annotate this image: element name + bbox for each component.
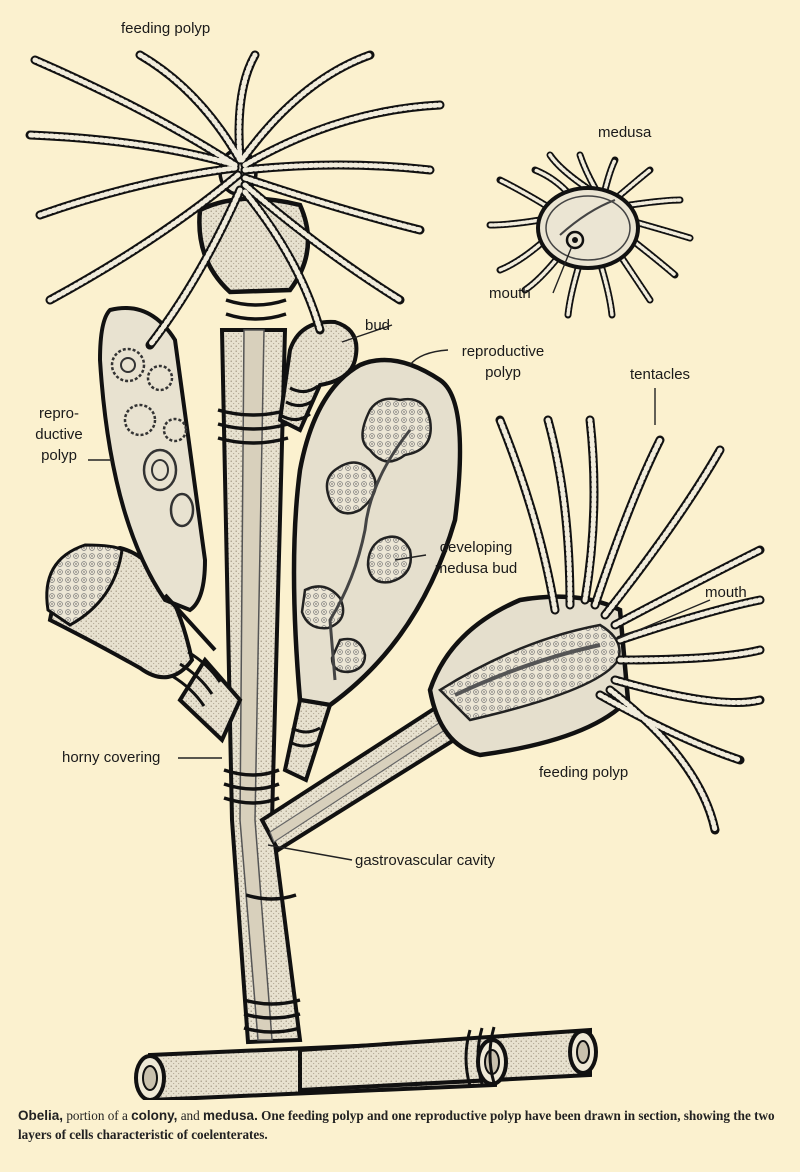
- closed-polyp-left: [45, 543, 243, 744]
- label-developing-medusa-bud-line1: developing: [439, 539, 513, 556]
- label-developing-medusa-bud: developing medusa bud: [428, 537, 524, 579]
- label-tentacles: tentacles: [630, 366, 691, 383]
- label-reproductive-polyp-left-line3: polyp: [41, 447, 77, 464]
- caption-sentence: One feeding polyp and one reproductive p…: [18, 1108, 775, 1142]
- feeding-polyp-top: [25, 50, 445, 350]
- caption-text-portion: portion of a: [63, 1108, 132, 1123]
- label-medusa: medusa: [598, 124, 652, 141]
- obelia-diagram: [25, 50, 765, 1100]
- label-gastrovascular-cavity: gastrovascular cavity: [355, 852, 496, 869]
- label-reproductive-polyp-left-line1: repro-: [38, 405, 79, 422]
- branch-right: [259, 702, 465, 853]
- medusa: [486, 151, 694, 319]
- label-reproductive-polyp-left: repro- ductive polyp: [28, 403, 90, 466]
- figure-caption: Obelia, portion of a colony, and medusa.…: [18, 1106, 788, 1144]
- label-reproductive-polyp-right-line2: polyp: [485, 364, 521, 381]
- feeding-polyp-right: [427, 415, 765, 835]
- caption-term-colony: colony,: [131, 1108, 178, 1123]
- label-bud: bud: [365, 317, 391, 334]
- caption-term-obelia: Obelia,: [18, 1108, 64, 1123]
- label-feeding-polyp-top: feeding polyp: [121, 20, 211, 37]
- label-mouth-right: mouth: [705, 584, 747, 601]
- label-reproductive-polyp-right: reproductive polyp: [452, 341, 554, 383]
- reproductive-polyp-right: [282, 357, 463, 783]
- main-stalk: [217, 298, 303, 1045]
- label-horny-covering: horny covering: [62, 749, 161, 766]
- caption-text-and: and: [177, 1108, 204, 1123]
- bud: [277, 319, 359, 433]
- label-mouth-medusa: mouth: [489, 285, 531, 302]
- leader-lines: [88, 245, 711, 861]
- label-reproductive-polyp-right-line1: reproductive: [461, 343, 545, 360]
- caption-term-medusa: medusa.: [203, 1108, 258, 1123]
- stolon: [134, 1026, 598, 1100]
- label-reproductive-polyp-left-line2: ductive: [35, 426, 83, 443]
- label-feeding-polyp-right: feeding polyp: [539, 764, 629, 781]
- label-developing-medusa-bud-line2: medusa bud: [434, 560, 518, 577]
